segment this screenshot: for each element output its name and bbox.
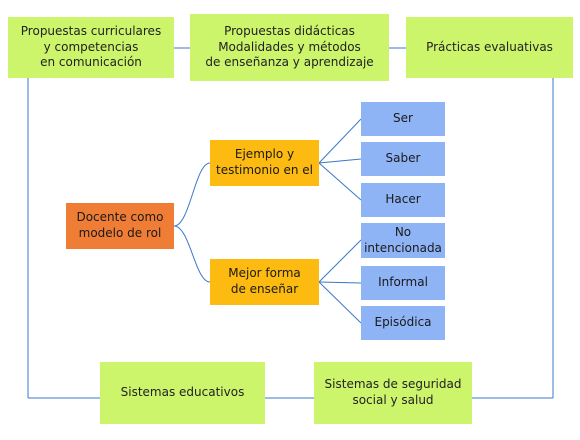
mejor-to-nointencionada-line	[318, 239, 362, 283]
ejemplo-to-ser-line	[318, 118, 362, 164]
node-ser: Ser	[361, 102, 445, 136]
node-ejemplo-testimonio: Ejemplo y testimonio en el	[210, 140, 319, 186]
mejor-to-informal-line	[318, 281, 362, 284]
node-mejor-forma: Mejor forma de enseñar	[210, 259, 319, 305]
ejemplo-to-saber-line	[318, 158, 362, 164]
node-episodica: Episódica	[361, 306, 445, 340]
node-sistemas-seguridad: Sistemas de seguridad social y salud	[314, 362, 472, 424]
mejor-to-episodica-line	[318, 281, 362, 324]
node-sistemas-educativos: Sistemas educativos	[100, 362, 265, 424]
node-propuestas-curriculares: Propuestas curriculares y competencias e…	[8, 17, 174, 78]
node-propuestas-didacticas: Propuestas didácticas Modalidades y méto…	[190, 14, 389, 81]
node-informal: Informal	[361, 266, 445, 300]
node-docente-modelo-de-rol: Docente como modelo de rol	[66, 203, 174, 249]
node-practicas-evaluativas: Prácticas evaluativas	[406, 17, 573, 78]
root-to-ejemplo-line	[173, 162, 211, 227]
node-saber: Saber	[361, 142, 445, 176]
ejemplo-to-hacer-line	[318, 162, 362, 201]
root-to-mejor-line	[173, 225, 211, 283]
node-no-intencionada: No intencionada	[361, 223, 445, 258]
node-hacer: Hacer	[361, 183, 445, 217]
